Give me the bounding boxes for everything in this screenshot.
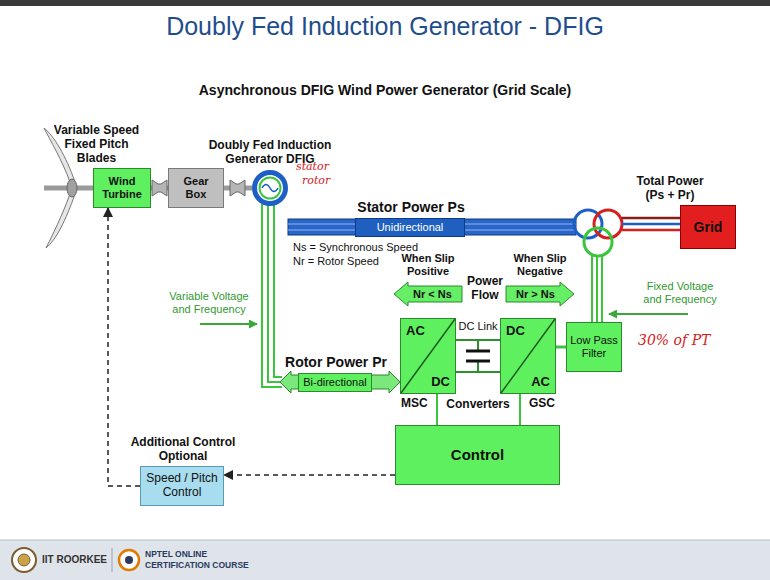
speed-note: Ns = Synchronous Speed xyxy=(293,241,443,254)
rotor-blade xyxy=(46,194,75,248)
transformer-winding xyxy=(584,228,612,256)
converter-name: GSC xyxy=(529,396,555,410)
rotor-power-arrow xyxy=(280,371,400,393)
converter-box: ACDCMSC xyxy=(400,318,456,394)
nptel-logo xyxy=(125,556,133,564)
power-flow-label: Power Flow xyxy=(464,274,506,302)
converters-label: Converters xyxy=(440,397,516,411)
nptel-logo xyxy=(119,550,139,570)
capacitor-lead xyxy=(477,361,479,372)
voltage-note: Variable Voltage and Frequency xyxy=(165,290,253,316)
stator-power-band: Stator Power PsUnidirectional xyxy=(355,218,465,237)
converter-port: AC xyxy=(406,323,425,338)
speed-note: Nr = Rotor Speed xyxy=(293,255,413,268)
shape-text: Bi-directional xyxy=(303,376,367,389)
grid-line xyxy=(622,217,680,220)
shaft-coupling xyxy=(230,180,245,196)
filter-wire xyxy=(596,256,598,322)
title-bar xyxy=(0,0,770,6)
power-flow-arrow: When Slip PositiveNr < Ns xyxy=(394,282,462,306)
rotor-wire xyxy=(274,204,282,377)
shape-text: Nr > Ns xyxy=(516,288,555,301)
arrow-shape xyxy=(506,282,574,306)
sine-symbol xyxy=(262,185,278,192)
pitch-control-box: Additional Control OptionalSpeed / Pitch… xyxy=(140,466,224,506)
control-line xyxy=(519,394,521,425)
rotor-hub xyxy=(67,179,77,197)
gearbox-box: Gear Box xyxy=(168,168,224,208)
footer-text: NPTEL ONLINE xyxy=(145,549,285,559)
filter-wire xyxy=(591,255,593,322)
shape-heading: Rotor Power Pr xyxy=(276,354,396,370)
filter-wire xyxy=(601,255,603,322)
converter-diagonal xyxy=(401,319,455,393)
arrow-shape xyxy=(394,282,462,306)
footer-rule xyxy=(0,540,770,541)
grid-line xyxy=(622,223,680,226)
shape-text: Nr < Ns xyxy=(413,288,452,301)
converter-diagonal xyxy=(501,319,555,393)
control-line xyxy=(436,394,438,425)
slide-title: Doubly Fed Induction Generator - DFIG xyxy=(0,12,770,41)
capacitor-plate xyxy=(466,360,490,363)
handwritten-note: 30% of PT xyxy=(638,332,748,349)
converter-box: DCACGSC xyxy=(500,318,556,394)
capacitor-lead xyxy=(477,340,479,351)
pointer-arrow xyxy=(200,323,257,325)
generator-symbol xyxy=(252,170,288,206)
iit-logo xyxy=(12,548,36,572)
rotor-wire xyxy=(268,205,282,382)
footer-bar xyxy=(0,540,770,580)
shaft-coupling xyxy=(152,180,167,196)
handwritten-note: rotor xyxy=(302,174,352,187)
converter-port: AC xyxy=(531,374,550,389)
total-power-label: Total Power (Ps + Pr) xyxy=(630,174,710,202)
grid-line xyxy=(622,229,680,232)
shape-text: Low Pass Filter xyxy=(570,334,618,359)
footer-text: IIT ROORKEE xyxy=(42,554,112,566)
filter-box: Low Pass Filter xyxy=(566,322,622,372)
shape-heading: Variable Speed Fixed Pitch Blades xyxy=(49,123,144,165)
control-arrow xyxy=(224,474,395,476)
footer-separator xyxy=(112,548,113,572)
rotor-wire xyxy=(262,204,282,387)
stator-power-strip xyxy=(288,219,576,235)
footer-text: CERTIFICATION COURSE xyxy=(145,560,285,570)
shape-text: Speed / Pitch Control xyxy=(144,472,220,500)
shape-text: Unidirectional xyxy=(377,221,444,234)
shape-heading: When Slip Negative xyxy=(509,252,571,278)
ac-wire xyxy=(556,346,566,349)
generator-circle: Doubly Fed Induction Generator DFIG xyxy=(252,170,288,206)
shape-text: Grid xyxy=(694,219,723,235)
subtitle: Asynchronous DFIG Wind Power Generator (… xyxy=(0,82,770,99)
shape-text: Wind Turbine xyxy=(97,175,147,200)
wind-turbine-box: Variable Speed Fixed Pitch BladesWind Tu… xyxy=(93,168,151,208)
stator-ring xyxy=(255,173,286,204)
iit-logo xyxy=(18,554,30,566)
dc-link-label: DC Link xyxy=(454,320,502,333)
converter-name: MSC xyxy=(401,396,428,410)
converter-port: DC xyxy=(431,374,450,389)
power-flow-arrow: When Slip NegativeNr > Ns xyxy=(506,282,574,306)
pointer-arrow xyxy=(609,313,688,315)
handwritten-note: stator xyxy=(296,160,346,173)
rotor-ring xyxy=(260,178,281,199)
control-box: Control xyxy=(395,425,560,485)
capacitor-plate xyxy=(466,350,490,353)
shape-heading: Stator Power Ps xyxy=(346,199,476,215)
shape-heading: When Slip Positive xyxy=(397,252,459,278)
shape-text: Gear Box xyxy=(172,175,220,200)
voltage-note: Fixed Voltage and Frequency xyxy=(640,280,720,306)
rotor-power-band: Rotor Power PrBi-directional xyxy=(298,373,372,392)
shape-text: Control xyxy=(451,446,504,463)
shape-heading: Additional Control Optional xyxy=(126,435,241,463)
grid-box: Grid xyxy=(680,205,736,249)
converter-port: DC xyxy=(506,323,525,338)
